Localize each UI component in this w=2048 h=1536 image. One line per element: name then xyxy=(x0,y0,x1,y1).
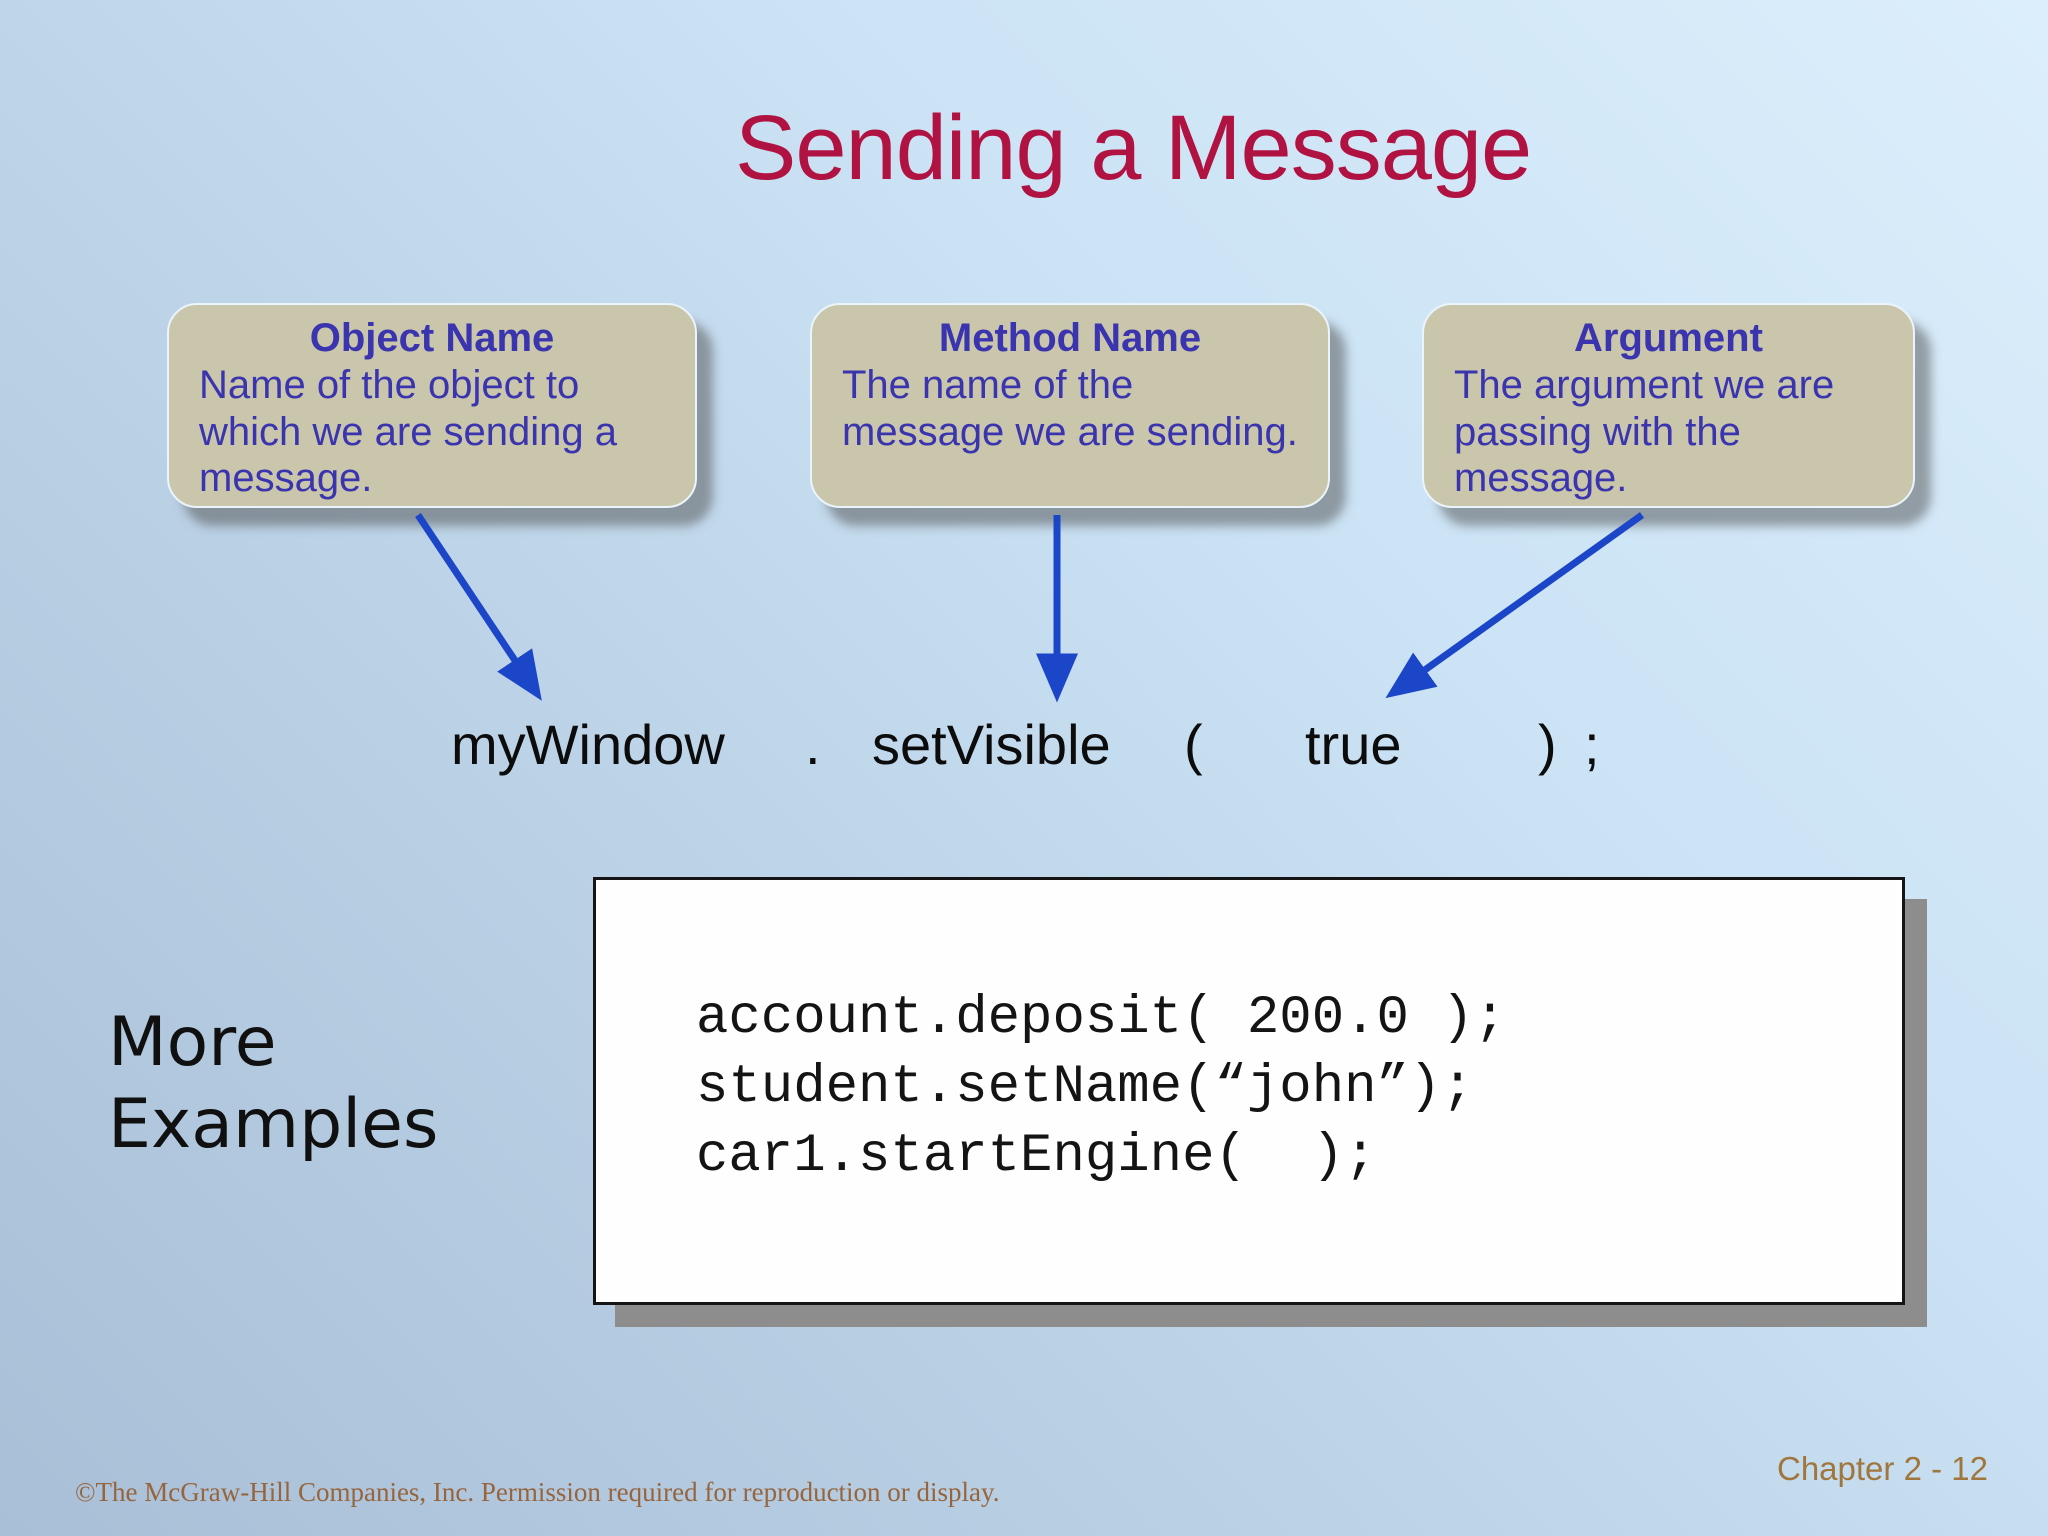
code-line: account.deposit( 200.0 ); xyxy=(696,988,1507,1049)
callout-argument-heading: Argument xyxy=(1574,316,1763,360)
callout-argument-line: passing with the xyxy=(1454,409,1741,454)
arrow-argument-icon xyxy=(1385,512,1645,699)
statement-token-semicolon: ; xyxy=(1584,713,1600,776)
code-line: car1.startEngine( ); xyxy=(696,1126,1377,1188)
callout-object-name-line: Name of the object to xyxy=(199,362,580,407)
statement-token-method: setVisible xyxy=(872,713,1111,776)
arrow-object-name-icon xyxy=(415,513,542,701)
callout-object-name-line: message. xyxy=(199,456,373,501)
statement-token-close-paren: ) xyxy=(1538,713,1557,776)
callout-object-name: Object Name Name of the object to which … xyxy=(167,303,697,508)
examples-code-box: account.deposit( 200.0 ); student.setNam… xyxy=(593,877,1905,1305)
callout-method-name-heading: Method Name xyxy=(938,316,1202,360)
code-line: student.setName(“john”); xyxy=(696,1057,1474,1119)
statement-token-open-paren: ( xyxy=(1184,713,1203,776)
callout-method-name-line: message we are sending. xyxy=(842,409,1298,454)
page-number-label: Chapter 2 - 12 xyxy=(1777,1450,1988,1487)
copyright-notice: ©The McGraw-Hill Companies, Inc. Permiss… xyxy=(75,1477,1000,1507)
statement-token-dot: . xyxy=(805,713,821,776)
callout-argument-line: The argument we are xyxy=(1454,362,1835,407)
statement-token-object: myWindow xyxy=(451,713,725,776)
callout-object-name-heading: Object Name xyxy=(309,316,555,360)
more-examples-label: More Examples xyxy=(108,1002,438,1165)
callout-argument-line: message. xyxy=(1454,456,1628,501)
more-examples-label-line: More xyxy=(108,1003,277,1082)
callout-method-name: Method Name The name of the message we a… xyxy=(810,303,1330,508)
more-examples-label-line: Examples xyxy=(108,1084,439,1164)
callout-method-name-line: The name of the xyxy=(842,362,1134,407)
statement-token-argument: true xyxy=(1305,713,1402,776)
slide-title: Sending a Message xyxy=(735,97,1532,199)
callout-argument: Argument The argument we are passing wit… xyxy=(1422,303,1915,508)
callout-object-name-line: which we are sending a xyxy=(199,409,618,454)
